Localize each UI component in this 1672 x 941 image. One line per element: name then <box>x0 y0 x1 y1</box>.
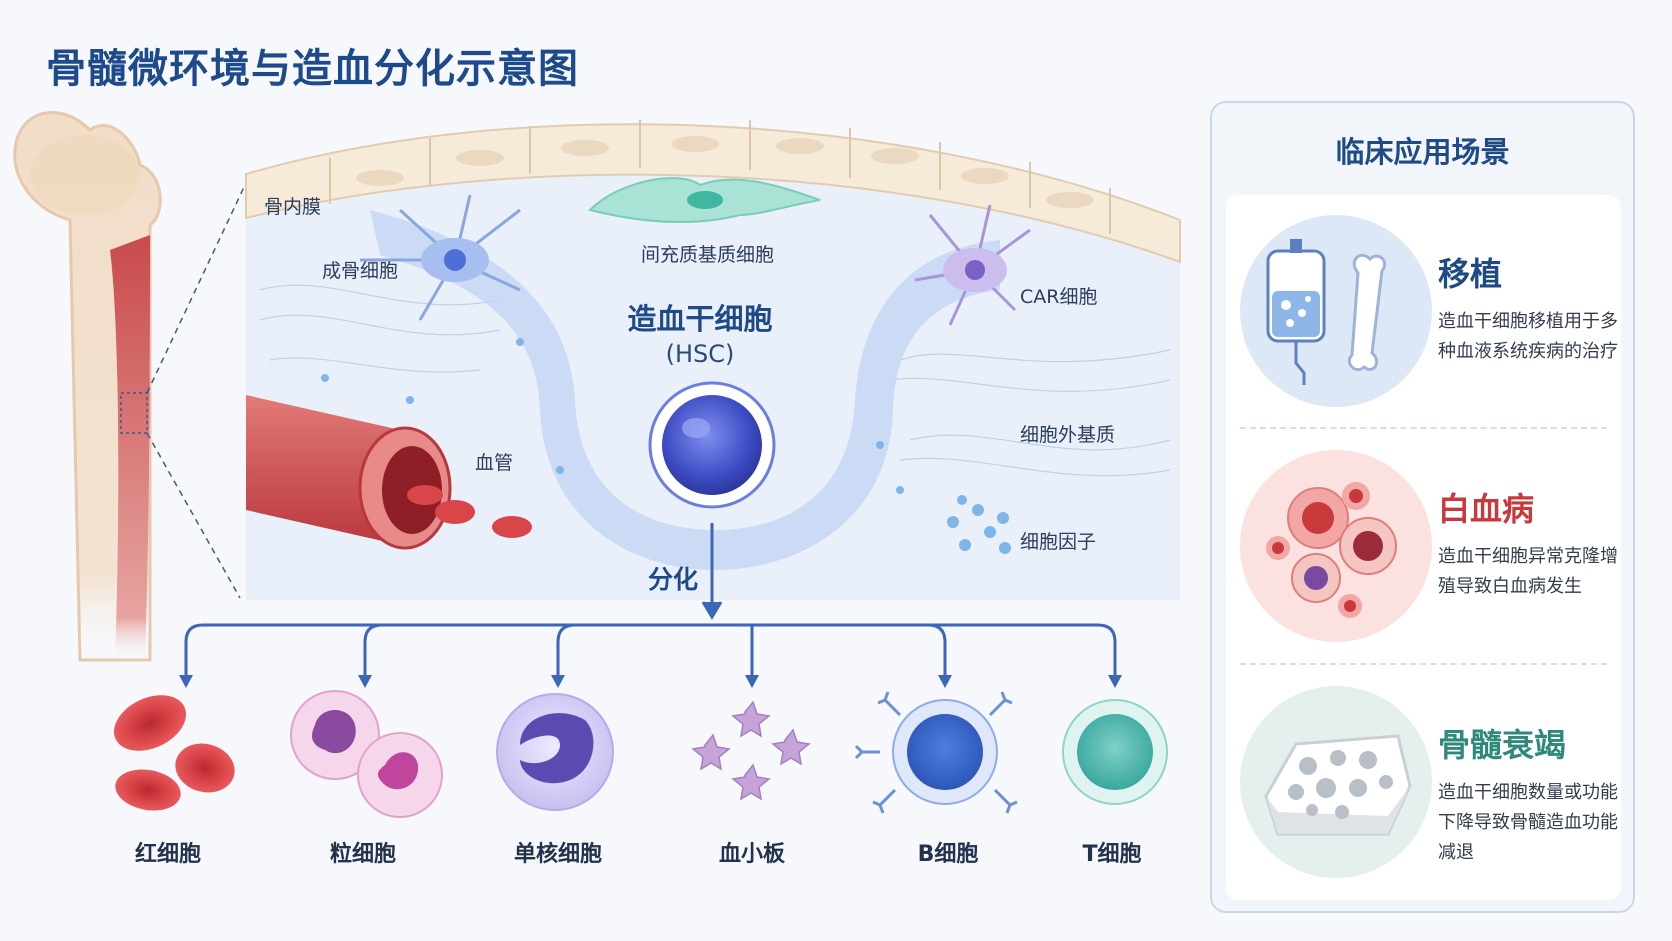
bone-marrow-failure-icon <box>1240 686 1432 878</box>
cell-label-granulocyte: 粒细胞 <box>329 842 396 867</box>
differentiation-arrows <box>179 523 1122 688</box>
endosteum-label: 骨内膜 <box>264 196 322 218</box>
osteoblast-label: 成骨细胞 <box>322 260 399 282</box>
app-desc-transplant: 造血干细胞移植用于多种血液系统疾病的治疗 <box>1438 311 1618 362</box>
panel-card: 移植 造血干细胞移植用于多种血液系统疾病的治疗 白血病 造血干细胞异常 <box>1226 195 1621 900</box>
vessel-label: 血管 <box>475 452 514 474</box>
app-name-marrow-failure: 骨髓衰竭 <box>1438 726 1567 764</box>
clinical-applications-panel: 临床应用场景 移植 造血干细胞移植用于多种血液系统疾病的治疗 <box>1210 101 1635 913</box>
transplant-icon <box>1240 215 1432 407</box>
cell-label-t-cell: T细胞 <box>1082 842 1142 867</box>
app-desc-marrow-failure: 造血干细胞数量或功能下降导致骨髓造血功能减退 <box>1438 782 1618 863</box>
cell-label-erythrocyte: 红细胞 <box>134 842 201 867</box>
hematopoietic-stem-cell-icon <box>634 367 790 523</box>
niche-background <box>246 124 1180 600</box>
hsc-name: 造血干细胞 <box>627 302 773 336</box>
panel-divider <box>1240 427 1607 429</box>
app-leukemia: 白血病 造血干细胞异常克隆增殖导致白血病发生 <box>1226 442 1621 652</box>
app-name-transplant: 移植 <box>1438 255 1503 293</box>
blood-vessel-icon <box>246 395 532 550</box>
platelet-icon <box>691 700 811 801</box>
cytokine-dots <box>321 338 1011 554</box>
cell-label-platelet: 血小板 <box>718 842 785 867</box>
niche-sinusoid <box>370 210 1000 570</box>
ecm-label: 细胞外基质 <box>1020 424 1116 446</box>
monocyte-icon <box>496 693 614 811</box>
app-name-leukemia: 白血病 <box>1438 490 1535 528</box>
cytokine-label: 细胞因子 <box>1020 531 1097 553</box>
femur-bone-icon <box>13 111 246 662</box>
granulocyte-icon <box>290 690 443 818</box>
cell-label-b-cell: B细胞 <box>917 842 979 867</box>
hsc-abbreviation: (HSC) <box>665 340 735 368</box>
endosteum-layer <box>245 120 1181 264</box>
b-cell-icon <box>854 691 1018 814</box>
msc-label: 间充质基质细胞 <box>641 244 775 266</box>
car-cell-label: CAR细胞 <box>1020 286 1098 308</box>
extracellular-matrix-fibers <box>259 284 1171 477</box>
app-desc-leukemia: 造血干细胞异常克隆增殖导致白血病发生 <box>1438 546 1618 597</box>
t-cell-icon <box>1062 699 1168 805</box>
osteoblast-cell-icon <box>360 194 521 321</box>
car-cell-icon <box>914 204 1031 326</box>
cell-label-monocyte: 单核细胞 <box>513 842 602 867</box>
mesenchymal-stromal-cell-icon <box>588 177 821 223</box>
panel-title: 临床应用场景 <box>1335 135 1510 169</box>
app-marrow-failure: 骨髓衰竭 造血干细胞数量或功能下降导致骨髓造血功能减退 <box>1226 678 1621 888</box>
differentiation-label: 分化 <box>648 565 699 594</box>
leukemia-cells-icon <box>1240 450 1432 642</box>
page-title: 骨髓微环境与造血分化示意图 <box>46 46 579 92</box>
red-blood-cell-icon <box>113 695 235 811</box>
app-transplant: 移植 造血干细胞移植用于多种血液系统疾病的治疗 <box>1226 207 1621 417</box>
panel-divider <box>1240 663 1607 665</box>
